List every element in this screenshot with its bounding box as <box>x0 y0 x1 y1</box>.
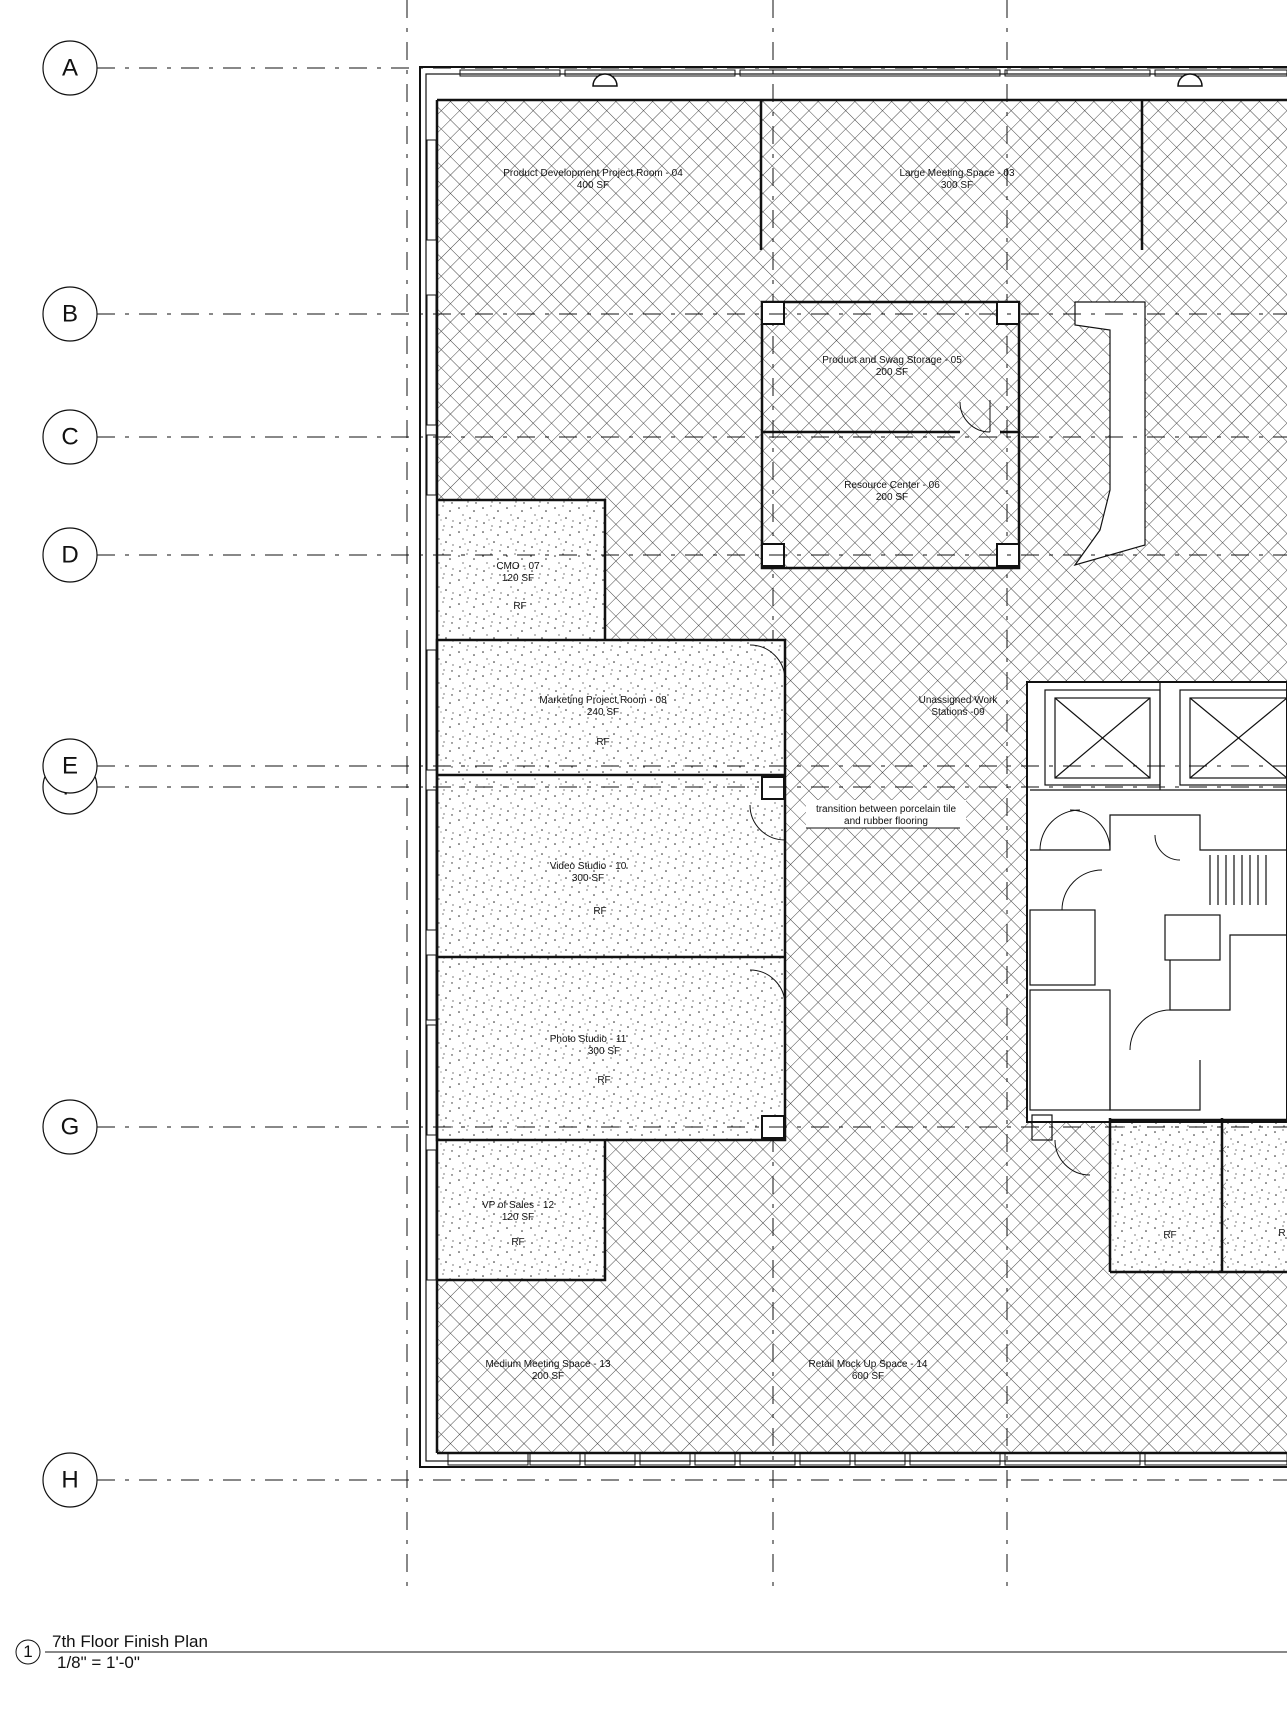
floor-finish-areas <box>437 100 1287 1453</box>
grid-bubble-a: A <box>42 40 98 96</box>
svg-text:RF: RF <box>597 1075 610 1086</box>
svg-text:G: G <box>61 1114 80 1141</box>
building-core <box>1027 682 1287 1122</box>
core-details <box>1029 682 1287 1141</box>
room-floor-07 <box>437 500 605 640</box>
room-floor-12 <box>437 1139 605 1279</box>
svg-text:Video Studio - 10: Video Studio - 10 <box>550 861 627 872</box>
svg-text:400 SF: 400 SF <box>577 180 609 191</box>
room-label-10: Video Studio - 10 300 SF RF <box>550 861 627 917</box>
stair-ramp <box>1073 301 1146 567</box>
svg-text:D: D <box>61 542 78 569</box>
grid-bubble-b: B <box>42 286 98 342</box>
column <box>996 301 1020 325</box>
svg-text:transition between porcelain t: transition between porcelain tile <box>816 804 957 815</box>
grid-bubbles: A B C D F E G H <box>42 40 98 1508</box>
svg-text:Resource Center - 06: Resource Center - 06 <box>844 480 940 491</box>
grid-bubble-d: D <box>42 527 98 583</box>
svg-text:240 SF: 240 SF <box>587 707 619 718</box>
svg-text:RF: RF <box>513 601 526 612</box>
column <box>761 776 785 800</box>
svg-text:600 SF: 600 SF <box>852 1371 884 1382</box>
room-label-east: RF R <box>1163 1228 1285 1241</box>
svg-text:Marketing Project Room - 08: Marketing Project Room - 08 <box>539 695 667 706</box>
column <box>761 301 785 325</box>
room-floor-east-1 <box>1110 1120 1222 1272</box>
room-label-11: Photo Studio - 11 300 SF RF <box>550 1034 627 1086</box>
svg-text:H: H <box>61 1467 78 1494</box>
svg-text:Unassigned Work: Unassigned Work <box>919 695 999 706</box>
room-label-05: Product and Swag Storage - 05 200 SF <box>822 355 962 378</box>
door-swings <box>749 400 1181 1176</box>
grid-bubble-g: G <box>42 1099 98 1155</box>
transition-note: transition between porcelain tile and ru… <box>806 800 966 829</box>
svg-text:C: C <box>61 424 78 451</box>
svg-text:200 SF: 200 SF <box>532 1371 564 1382</box>
room-label-04: Product Development Project Room - 04 40… <box>503 168 683 191</box>
svg-text:E: E <box>62 753 78 780</box>
room-label-12: VP of Sales - 12 120 SF RF <box>482 1200 555 1248</box>
svg-text:and rubber flooring: and rubber flooring <box>844 816 928 827</box>
svg-text:R: R <box>1278 1228 1285 1239</box>
grid-bubble-c: C <box>42 409 98 465</box>
svg-text:200 SF: 200 SF <box>876 367 908 378</box>
view-number: 1 <box>23 1642 32 1661</box>
room-floor-10 <box>437 775 785 957</box>
svg-text:300 SF: 300 SF <box>572 873 604 884</box>
svg-text:RF: RF <box>596 737 609 748</box>
svg-text:Large Meeting Space - 03: Large Meeting Space - 03 <box>899 168 1015 179</box>
room-floor-11 <box>437 957 785 1139</box>
room-label-13: Medium Meeting Space - 13 200 SF <box>485 1359 611 1382</box>
drawing-scale: 1/8" = 1'-0" <box>57 1653 140 1672</box>
svg-text:B: B <box>62 301 78 328</box>
outer-wall-inner <box>425 73 1287 1462</box>
grid-bubble-h: H <box>42 1452 98 1508</box>
room-label-07: CMO - 07 120 SF RF <box>496 561 540 612</box>
svg-text:Product Development Project Ro: Product Development Project Room - 04 <box>503 168 683 179</box>
svg-text:RF: RF <box>511 1237 524 1248</box>
room-label-03: Large Meeting Space - 03 300 SF <box>899 168 1015 191</box>
room-floor-08 <box>437 640 785 775</box>
svg-text:VP of Sales - 12: VP of Sales - 12 <box>482 1200 555 1211</box>
horizontal-grid-lines <box>97 67 1287 1481</box>
view-number-bubble <box>15 1639 41 1665</box>
svg-text:300 SF: 300 SF <box>588 1046 620 1057</box>
outer-wall <box>419 66 1287 1468</box>
svg-text:Medium Meeting Space - 13: Medium Meeting Space - 13 <box>485 1359 611 1370</box>
svg-text:Product and Swag Storage - 05: Product and Swag Storage - 05 <box>822 355 962 366</box>
svg-text:200 SF: 200 SF <box>876 492 908 503</box>
room-floor-east-2 <box>1226 1120 1287 1272</box>
room-label-08: Marketing Project Room - 08 240 SF RF <box>539 695 667 748</box>
drawing-title-block: 1 7th Floor Finish Plan 1/8" = 1'-0" <box>15 1632 1287 1672</box>
room-label-06: Resource Center - 06 200 SF <box>844 480 940 503</box>
svg-text:300 SF: 300 SF <box>941 180 973 191</box>
svg-text:Retail Mock Up Space - 14: Retail Mock Up Space - 14 <box>809 1359 928 1370</box>
svg-text:Stations -09: Stations -09 <box>931 707 985 718</box>
grid-bubble-e: E <box>42 738 98 794</box>
drawing-title: 7th Floor Finish Plan <box>52 1632 208 1651</box>
room-label-14: Retail Mock Up Space - 14 600 SF <box>809 1359 928 1382</box>
svg-text:A: A <box>62 55 78 82</box>
room-label-09: Unassigned Work Stations -09 <box>919 695 999 718</box>
svg-text:120 SF: 120 SF <box>502 573 534 584</box>
svg-text:CMO - 07: CMO - 07 <box>496 561 540 572</box>
interior-walls <box>435 100 1287 1282</box>
svg-text:Photo Studio - 11: Photo Studio - 11 <box>550 1034 627 1045</box>
stair-treads <box>1209 855 1267 905</box>
svg-text:RF: RF <box>1163 1230 1176 1241</box>
svg-text:RF: RF <box>593 906 606 917</box>
room-labels: Product Development Project Room - 04 40… <box>482 168 1286 1382</box>
svg-text:120 SF: 120 SF <box>502 1212 534 1223</box>
